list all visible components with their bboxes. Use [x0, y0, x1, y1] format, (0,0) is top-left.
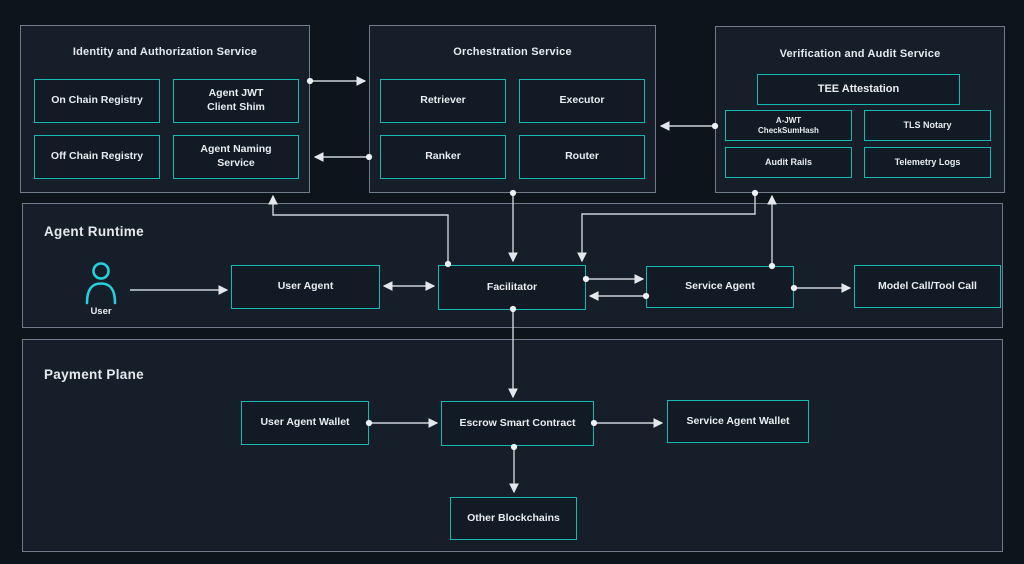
- node-user-agent: User Agent: [231, 265, 380, 309]
- node-model-call-tool-call: Model Call/Tool Call: [854, 265, 1001, 308]
- node-audit-rails: Audit Rails: [725, 147, 852, 178]
- node-on-chain-registry: On Chain Registry: [34, 79, 160, 123]
- node-facilitator: Facilitator: [438, 265, 586, 310]
- verification-section-title: Verification and Audit Service: [779, 48, 941, 60]
- user-icon: [85, 262, 117, 305]
- payment-plane-title: Payment Plane: [44, 367, 144, 382]
- node-router: Router: [519, 135, 645, 179]
- node-user-agent-wallet: User Agent Wallet: [241, 401, 369, 445]
- node-agent-jwt-client-shim: Agent JWT Client Shim: [173, 79, 299, 123]
- node-tee-attestation: TEE Attestation: [757, 74, 960, 105]
- node-service-agent: Service Agent: [646, 266, 794, 308]
- node-service-agent-wallet: Service Agent Wallet: [667, 400, 809, 443]
- node-off-chain-registry: Off Chain Registry: [34, 135, 160, 179]
- agent-runtime-title: Agent Runtime: [44, 224, 144, 239]
- user-label: User: [90, 306, 112, 317]
- node-tls-notary: TLS Notary: [864, 110, 991, 141]
- node-executor: Executor: [519, 79, 645, 123]
- node-ranker: Ranker: [380, 135, 506, 179]
- node-escrow-smart-contract: Escrow Smart Contract: [441, 401, 594, 446]
- node-retriever: Retriever: [380, 79, 506, 123]
- orchestration-section-title: Orchestration Service: [453, 46, 572, 58]
- identity-section-title: Identity and Authorization Service: [72, 46, 258, 58]
- node-a-jwt-checksumhash: A-JWT CheckSumHash: [725, 110, 852, 141]
- node-other-blockchains: Other Blockchains: [450, 497, 577, 540]
- node-agent-naming-service: Agent Naming Service: [173, 135, 299, 179]
- node-telemetry-logs: Telemetry Logs: [864, 147, 991, 178]
